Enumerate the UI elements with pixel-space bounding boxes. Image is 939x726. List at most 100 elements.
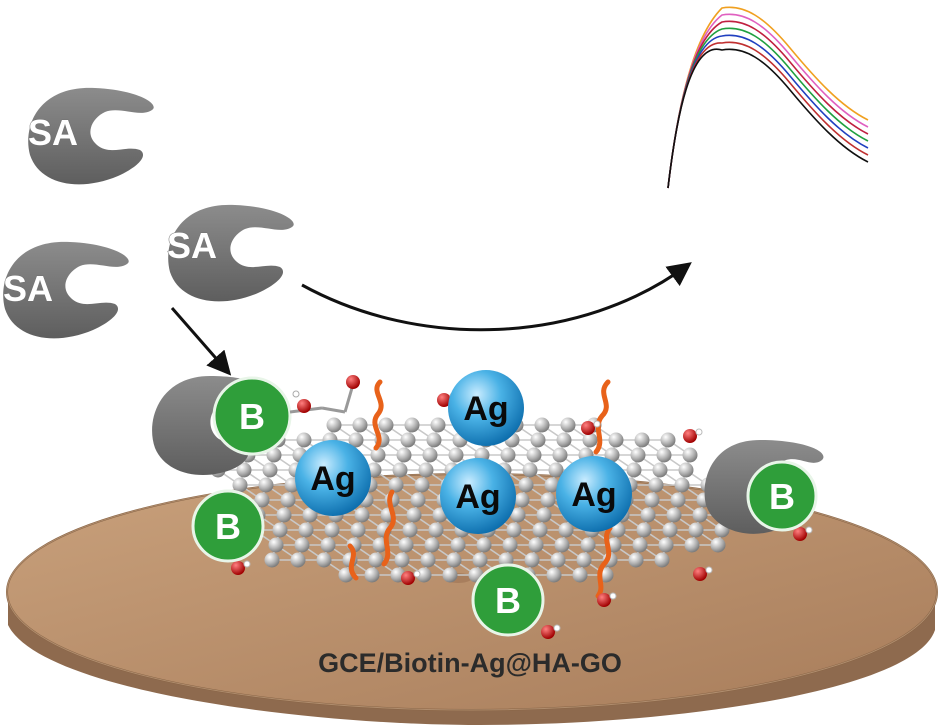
- graphene-atom: [506, 522, 522, 538]
- ag-label: Ag: [310, 460, 355, 498]
- oxygen-atom: [683, 429, 697, 443]
- graphene-atom: [448, 447, 464, 463]
- hydroxyl-group: [231, 560, 251, 575]
- graphene-atom: [522, 462, 538, 478]
- graphene-atom: [418, 462, 434, 478]
- graphene-atom: [510, 507, 526, 523]
- graphene-atom: [348, 432, 364, 448]
- voltammetry-curve: [667, 48, 869, 189]
- ag-label: Ag: [455, 478, 500, 516]
- graphene-atom: [630, 447, 646, 463]
- graphene-atom: [526, 447, 542, 463]
- graphene-atom: [692, 507, 708, 523]
- hydrogen-atom: [593, 420, 601, 428]
- hydroxyl-group: [683, 428, 703, 443]
- sa-label: SA: [28, 112, 78, 153]
- graphene-atom: [476, 537, 492, 553]
- graphene-atom: [294, 537, 310, 553]
- graphene-atom: [296, 432, 312, 448]
- graphene-atom: [558, 522, 574, 538]
- graphene-atom: [634, 432, 650, 448]
- graphene-atom: [472, 552, 488, 568]
- chain-2: [593, 379, 611, 455]
- biotin-label: B: [769, 476, 795, 517]
- oxygen-atom: [541, 625, 555, 639]
- voltammetry-curve: [667, 41, 869, 189]
- graphene-atom: [636, 522, 652, 538]
- graphene-atom: [550, 552, 566, 568]
- graphene-atom: [580, 537, 596, 553]
- hydrogen-atom: [553, 624, 561, 632]
- graphene-atom: [654, 552, 670, 568]
- streptavidin-free-2: SA: [167, 204, 294, 302]
- oxygen-atom: [401, 571, 415, 585]
- graphene-atom: [424, 537, 440, 553]
- graphene-atom: [640, 507, 656, 523]
- graphene-atom: [644, 492, 660, 508]
- graphene-atom: [674, 477, 690, 493]
- oxygen-atom: [581, 421, 595, 435]
- oxygen-atom: [793, 527, 807, 541]
- graphene-atom: [548, 462, 564, 478]
- hydrogen-atom: [695, 428, 703, 436]
- graphene-atom: [276, 507, 292, 523]
- hydrogen-atom: [243, 560, 251, 568]
- graphene-atom: [662, 522, 678, 538]
- graphene-atom: [576, 552, 592, 568]
- graphene-atom: [532, 522, 548, 538]
- ag-label: Ag: [463, 390, 508, 428]
- graphene-atom: [290, 552, 306, 568]
- graphene-atom: [710, 537, 726, 553]
- biotin-circle: B: [746, 460, 818, 532]
- graphene-atom: [410, 492, 426, 508]
- graphene-atom: [552, 447, 568, 463]
- graphene-atom: [392, 462, 408, 478]
- graphene-atom: [554, 537, 570, 553]
- graphene-atom: [416, 567, 432, 583]
- streptavidin-bound-left: B: [152, 375, 360, 476]
- graphene-atom: [420, 552, 436, 568]
- oxygen-atom: [437, 393, 451, 407]
- graphene-atom: [320, 537, 336, 553]
- graphene-atom: [396, 447, 412, 463]
- graphene-atom: [656, 447, 672, 463]
- graphene-atom: [370, 447, 386, 463]
- graphene-atom: [262, 462, 278, 478]
- graphene-atom: [678, 462, 694, 478]
- graphene-atom: [556, 432, 572, 448]
- graphene-atom: [572, 567, 588, 583]
- graphene-atom: [372, 537, 388, 553]
- graphene-atom: [560, 417, 576, 433]
- graphene-atom: [400, 432, 416, 448]
- voltammetry-curve: [667, 6, 869, 189]
- graphene-atom: [404, 417, 420, 433]
- graphene-atom: [688, 522, 704, 538]
- oxygen-atom: [231, 561, 245, 575]
- graphene-atom: [414, 477, 430, 493]
- graphene-atom: [316, 552, 332, 568]
- graphene-atom: [388, 477, 404, 493]
- graphene-atom: [536, 507, 552, 523]
- chain-4: [595, 525, 613, 599]
- graphene-atom: [514, 492, 530, 508]
- sa-label: SA: [3, 268, 53, 309]
- graphene-atom: [546, 567, 562, 583]
- electrode-label: GCE/Biotin-Ag@HA-GO: [318, 648, 622, 678]
- hydrogen-atom: [609, 592, 617, 600]
- biotin-label: B: [239, 396, 265, 437]
- graphene-atom: [518, 477, 534, 493]
- chain-5: [347, 543, 359, 581]
- silver-nanoparticle-1: Ag: [448, 370, 524, 446]
- graphene-atom: [610, 522, 626, 538]
- oxygen-groups: [231, 392, 813, 639]
- graphene-atom: [326, 417, 342, 433]
- hydrogen-atom: [805, 526, 813, 534]
- voltammetry-curve: [667, 13, 869, 189]
- chain-3: [381, 489, 396, 567]
- graphene-atom: [428, 522, 444, 538]
- graphene-atom: [364, 567, 380, 583]
- graphene-atom: [528, 537, 544, 553]
- graphene-atom: [406, 507, 422, 523]
- graphene-atom: [666, 507, 682, 523]
- graphene-atom: [446, 552, 462, 568]
